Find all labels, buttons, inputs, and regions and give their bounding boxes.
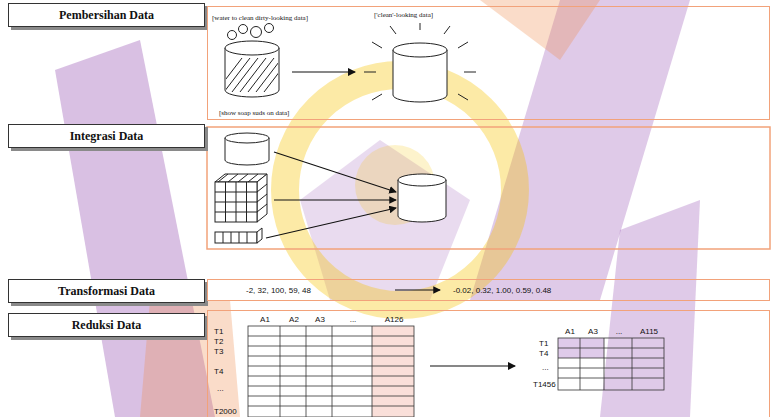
column-header: ...	[616, 327, 623, 337]
content-panel: [water to clean dirty-looking data] ['cle…	[207, 6, 770, 120]
step-label-box: Pembersihan Data	[8, 3, 205, 27]
column-header: A3	[315, 315, 325, 325]
row-header: T4	[539, 349, 548, 359]
row-header: T1	[539, 339, 548, 349]
row-header: T2000	[214, 407, 237, 417]
watermark-logo	[55, 0, 700, 417]
step-label-box: Reduksi Data	[8, 313, 205, 337]
step-title: Integrasi Data	[70, 129, 144, 143]
column-header: ...	[350, 315, 357, 325]
transform-arrow	[395, 289, 440, 290]
step-title: Pembersihan Data	[59, 8, 154, 22]
column-header: A2	[289, 315, 299, 325]
row-header: ...	[542, 363, 549, 373]
content-panel: A1A2A3...A126T1T2T3T4...T2000A1A3...A115…	[207, 310, 770, 417]
step-title: Reduksi Data	[72, 318, 142, 332]
data-cube	[215, 174, 267, 222]
clean-data-cylinder	[364, 23, 476, 102]
row-header: T1456	[533, 380, 556, 390]
column-header: A1	[565, 327, 575, 337]
step-title: Transformasi Data	[58, 284, 155, 298]
content-panel: -2, 32, 100, 59, 48 -0.02, 0.32, 1.00, 0.…	[207, 279, 770, 301]
row-header: T4	[214, 367, 223, 377]
row-header: ...	[217, 384, 224, 394]
content-panel	[207, 127, 770, 249]
full-table-grid	[248, 326, 414, 417]
annotation-text: [water to clean dirty-looking data]	[212, 14, 308, 22]
row-header: T3	[214, 347, 223, 357]
number-list: -0.02, 0.32, 1.00, 0.59, 0.48	[453, 286, 551, 296]
process-arrow	[292, 71, 355, 72]
column-header: A1	[260, 315, 270, 325]
annotation-text: ['clean'-looking data]	[374, 11, 433, 19]
annotation-text: [show soap suds on data]	[219, 109, 289, 117]
target-cylinder	[398, 174, 446, 222]
row-header: T2	[214, 337, 223, 347]
column-header: A115	[640, 327, 658, 337]
row-header: T1	[214, 327, 223, 337]
reduction-arrow	[430, 365, 515, 366]
step-label-box: Transformasi Data	[8, 279, 205, 303]
integration-arrows	[266, 152, 396, 238]
dirty-data-cylinder	[216, 24, 290, 98]
column-header: A126	[385, 315, 404, 325]
source-cylinder	[225, 133, 269, 165]
number-list: -2, 32, 100, 59, 48	[246, 286, 311, 296]
column-header: A3	[588, 327, 598, 337]
reduced-table-grid	[558, 338, 664, 390]
step-label-box: Integrasi Data	[8, 124, 205, 148]
flat-file	[215, 228, 262, 243]
